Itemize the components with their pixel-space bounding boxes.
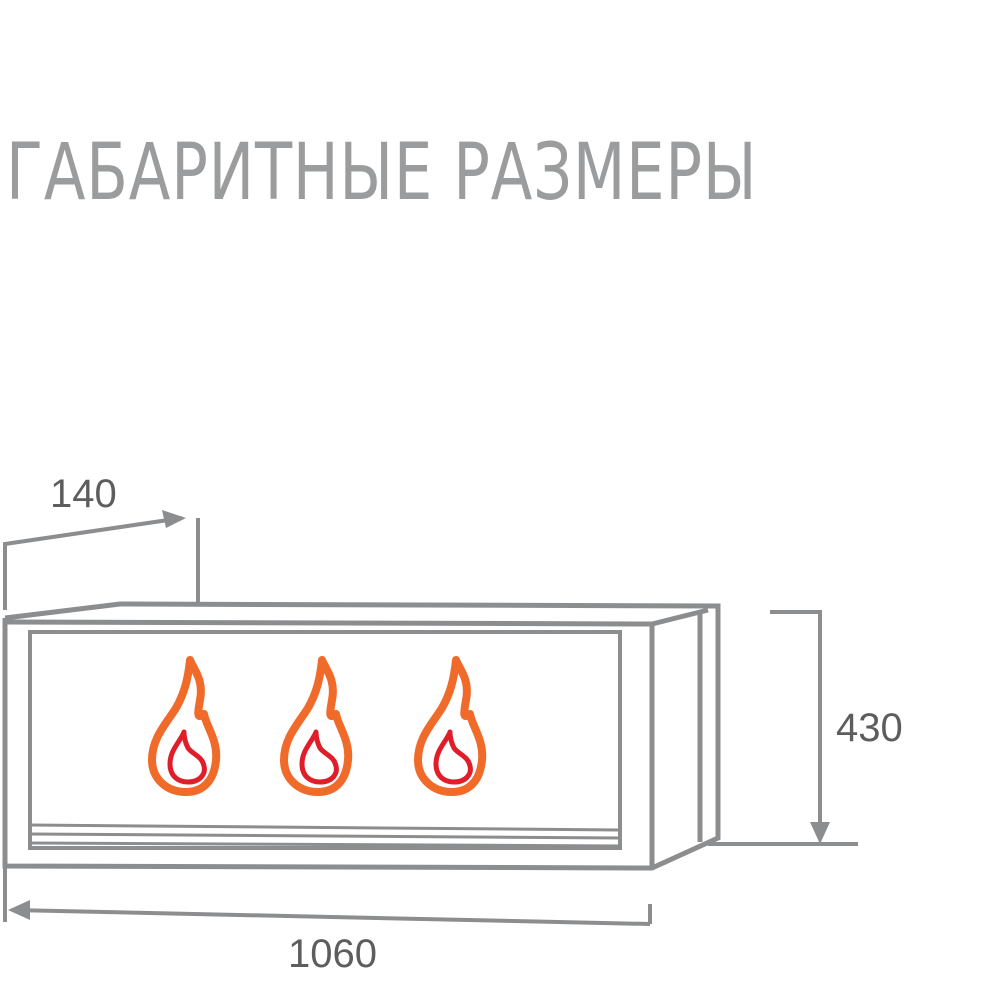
- depth-label: 140: [50, 472, 117, 516]
- fireplace-body: [2, 601, 721, 871]
- height-label: 430: [836, 706, 903, 750]
- page-title: ГАБАРИТНЫЕ РАЗМЕРЫ: [6, 128, 758, 218]
- flame-icon-3: [418, 660, 482, 792]
- width-label: 1060: [288, 932, 377, 976]
- flame-icon-2: [284, 660, 348, 792]
- height-dimension: [708, 610, 858, 846]
- flame-icon-1: [152, 660, 216, 792]
- width-dimension: [3, 866, 652, 926]
- depth-dimension: [3, 510, 200, 610]
